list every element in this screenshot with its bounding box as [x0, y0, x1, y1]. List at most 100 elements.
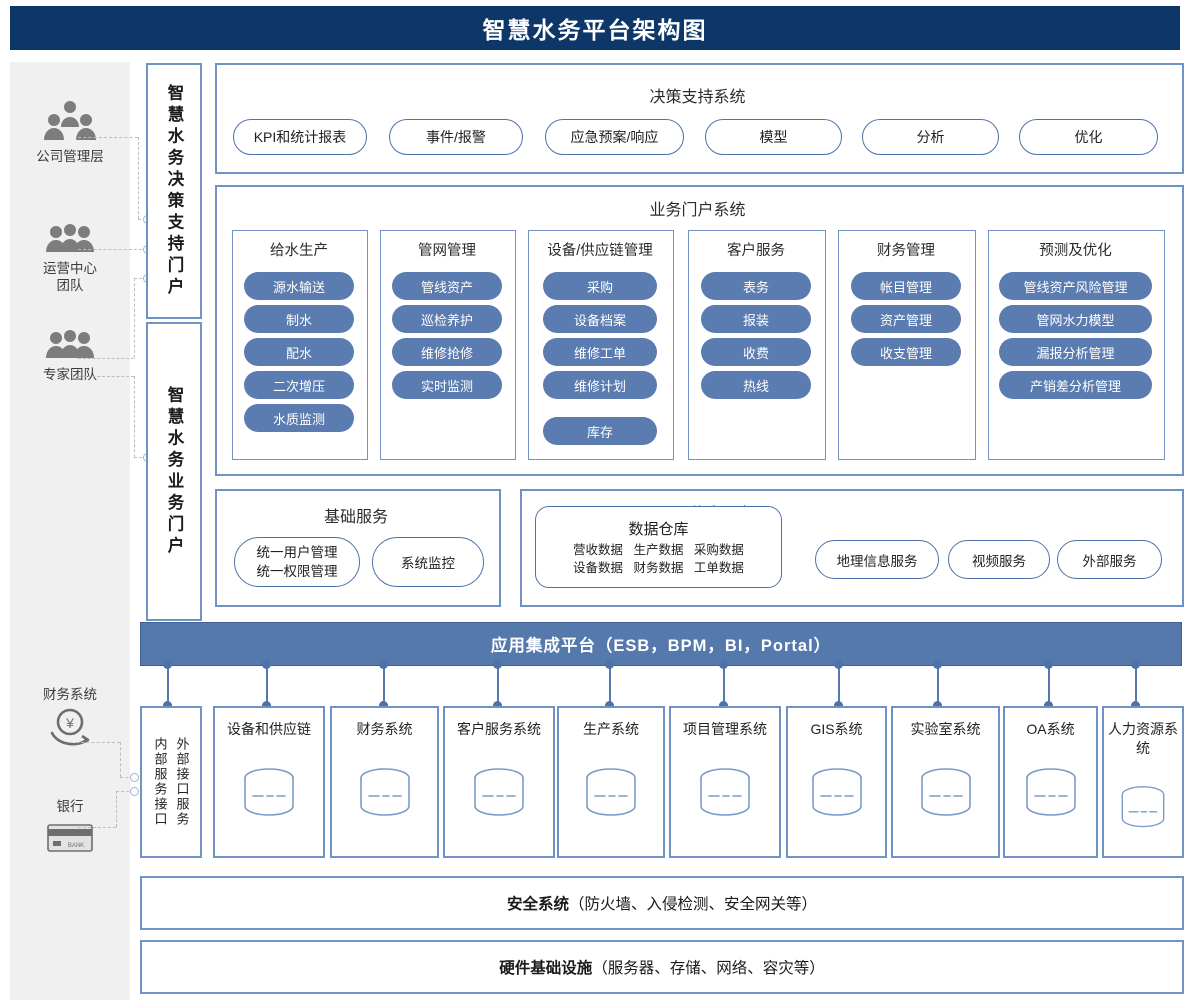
page-title: 智慧水务平台架构图	[10, 6, 1180, 50]
group-item[interactable]: 实时监测	[392, 371, 502, 399]
group-item[interactable]: 二次增压	[244, 371, 354, 399]
decision-support-panel	[215, 63, 1184, 174]
group-item[interactable]: 收费	[701, 338, 811, 366]
portal-business[interactable]: 智慧水务业务门户	[146, 322, 202, 621]
esb-connector-dot	[163, 701, 172, 710]
esb-connector	[266, 663, 269, 708]
group-title: 设备/供应链管理	[547, 243, 653, 259]
group-item[interactable]: 配水	[244, 338, 354, 366]
group-item[interactable]: 设备档案	[543, 305, 657, 333]
group-title: 客户服务	[727, 243, 785, 259]
actor-label: 运营中心	[43, 261, 97, 276]
dw-cell: 营收数据	[573, 542, 624, 557]
group-item[interactable]: 热线	[701, 371, 811, 399]
group-item[interactable]: 制水	[244, 305, 354, 333]
actor-finance-system[interactable]: 财务系统 ¥	[10, 686, 130, 757]
ds-item-optimization[interactable]: 优化	[1019, 119, 1158, 155]
portal-decision-support[interactable]: 智慧水务决策支持门户	[146, 63, 202, 319]
actor-company-management[interactable]: 公司管理层	[10, 100, 130, 165]
group-item[interactable]: 水质监测	[244, 404, 354, 432]
connector-line	[76, 742, 120, 743]
group-item[interactable]: 巡检养护	[392, 305, 502, 333]
esb-connector-dot	[379, 701, 388, 710]
group-item[interactable]: 资产管理	[851, 305, 961, 333]
group-item[interactable]: 漏报分析管理	[999, 338, 1152, 366]
info-service-item-external[interactable]: 外部服务	[1057, 540, 1162, 579]
ds-item-analysis[interactable]: 分析	[862, 119, 999, 155]
group-title: 财务管理	[877, 243, 935, 259]
group-item[interactable]: 管线资产	[392, 272, 502, 300]
svg-text:¥: ¥	[65, 715, 74, 731]
group-title: 给水生产	[270, 243, 328, 259]
connector-node	[130, 773, 139, 782]
system-box-human-resources[interactable]: 人力资源系统	[1102, 706, 1184, 858]
esb-connector-dot	[834, 701, 843, 710]
info-service-item-video[interactable]: 视频服务	[948, 540, 1050, 579]
ds-item-emergency-plan[interactable]: 应急预案/响应	[545, 119, 684, 155]
group-item[interactable]: 采购	[543, 272, 657, 300]
basic-service-item-user-auth[interactable]: 统一用户管理 统一权限管理	[234, 537, 360, 587]
group-item[interactable]: 库存	[543, 417, 657, 445]
group-item[interactable]: 收支管理	[851, 338, 961, 366]
esb-integration-platform[interactable]: 应用集成平台（ESB，BPM，BI，Portal）	[140, 622, 1182, 666]
group-item[interactable]: 源水输送	[244, 272, 354, 300]
esb-connector	[1135, 663, 1138, 708]
database-cylinder-icon	[920, 768, 971, 816]
esb-connector-dot	[163, 660, 172, 669]
group-item[interactable]: 管线资产风险管理	[999, 272, 1152, 300]
line-1: 统一用户管理	[256, 545, 338, 560]
system-box-laboratory[interactable]: 实验室系统	[891, 706, 1000, 858]
system-box-finance[interactable]: 财务系统	[330, 706, 439, 858]
system-box-oa[interactable]: OA系统	[1003, 706, 1098, 858]
database-cylinder-icon	[1121, 786, 1165, 828]
group-title: 预测及优化	[1039, 243, 1112, 259]
svg-text:BANK: BANK	[68, 843, 84, 849]
connector-line	[134, 376, 135, 457]
hardware-layer-bar[interactable]: 硬件基础设施（服务器、存储、网络、容灾等）	[140, 940, 1184, 994]
system-label: 人力资源系统	[1108, 721, 1178, 756]
system-label: 客户服务系统	[457, 721, 541, 737]
group-item[interactable]: 帐目管理	[851, 272, 961, 300]
group-item[interactable]: 管网水力模型	[999, 305, 1152, 333]
actor-label: 财务系统	[43, 687, 97, 702]
esb-connector	[383, 663, 386, 708]
basic-service-title: 基础服务	[323, 509, 388, 526]
security-layer-bar[interactable]: 安全系统（防火墙、入侵检测、安全网关等）	[140, 876, 1184, 930]
ds-item-model[interactable]: 模型	[705, 119, 842, 155]
group-item[interactable]: 报装	[701, 305, 811, 333]
group-item[interactable]: 维修工单	[543, 338, 657, 366]
actor-operation-center-team[interactable]: 运营中心 团队	[10, 224, 130, 294]
group-item[interactable]: 产销差分析管理	[999, 371, 1152, 399]
system-label: 财务系统	[356, 721, 413, 737]
connector-node	[130, 787, 139, 796]
data-warehouse-box[interactable]: 数据仓库 营收数据 生产数据 采购数据 设备数据 财务数据 工单数据	[535, 506, 782, 588]
info-service-item-gis[interactable]: 地理信息服务	[815, 540, 939, 579]
system-box-production[interactable]: 生产系统	[557, 706, 665, 858]
basic-service-item-monitor[interactable]: 系统监控	[372, 537, 484, 587]
system-label: 实验室系统	[910, 721, 981, 737]
esb-connector-dot	[719, 701, 728, 710]
group-item[interactable]: 维修抢修	[392, 338, 502, 366]
database-cylinder-icon	[359, 768, 410, 816]
system-box-customer-service[interactable]: 客户服务系统	[443, 706, 555, 858]
actor-bank[interactable]: 银行 BANK	[10, 798, 130, 861]
actor-expert-team[interactable]: 专家团队	[10, 330, 130, 383]
external-interface-service-label: 外部接口服务	[174, 737, 190, 827]
actor-label-2: 团队	[56, 278, 84, 293]
dw-cell: 财务数据	[633, 560, 684, 575]
system-box-gis[interactable]: GIS系统	[786, 706, 887, 858]
group-item[interactable]: 表务	[701, 272, 811, 300]
ds-item-kpi[interactable]: KPI和统计报表	[233, 119, 367, 155]
database-cylinder-icon	[474, 768, 524, 816]
ds-item-event-alarm[interactable]: 事件/报警	[389, 119, 523, 155]
system-box-equipment-supply-chain[interactable]: 设备和供应链	[213, 706, 325, 858]
connector-line	[78, 358, 134, 359]
bank-card-icon: BANK	[10, 821, 130, 857]
service-interface-box[interactable]: 内部服务接口 外部接口服务	[140, 706, 202, 858]
line-2: 统一权限管理	[256, 564, 338, 579]
people-group-icon	[10, 224, 130, 256]
system-box-project-management[interactable]: 项目管理系统	[669, 706, 781, 858]
group-item[interactable]: 维修计划	[543, 371, 657, 399]
database-cylinder-icon	[244, 768, 294, 816]
connector-line	[78, 376, 134, 377]
